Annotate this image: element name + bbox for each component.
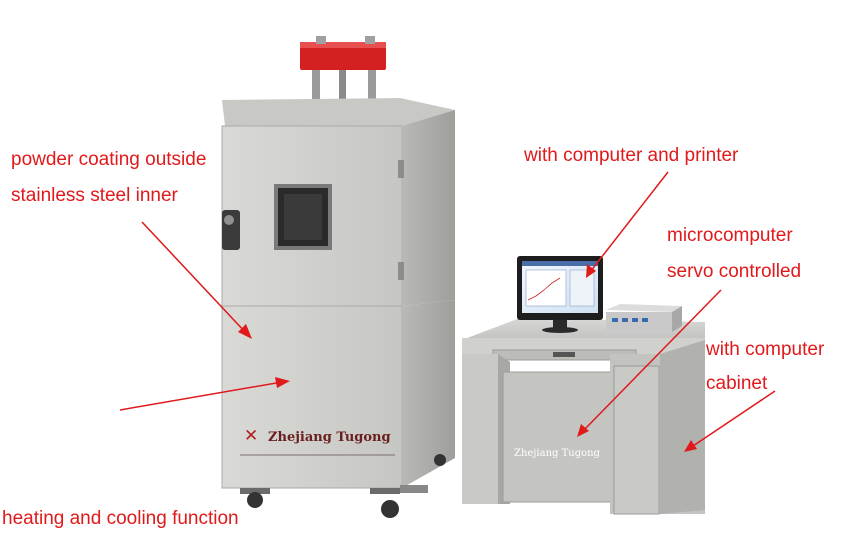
- desk-cabinet-door: [502, 371, 614, 503]
- label-stainless-inner: stainless steel inner: [11, 185, 178, 206]
- label-computer-printer: with computer and printer: [524, 145, 739, 166]
- label-heating-cooling: heating and cooling function: [2, 508, 239, 529]
- label-cabinet: cabinet: [706, 373, 768, 394]
- chamber-brand-text: Zhejiang Tugong: [268, 430, 391, 445]
- test-chamber: [221, 36, 455, 518]
- chamber-casters: [240, 454, 446, 518]
- monitor: [517, 256, 603, 333]
- servo-control-box: [606, 304, 682, 332]
- door-handle: [222, 210, 240, 250]
- chamber-logo-mark: ✕: [244, 426, 259, 446]
- label-servo: servo controlled: [667, 261, 802, 282]
- desk-brand-text: Zhejiang Tugong: [514, 448, 600, 459]
- computer-desk: [462, 318, 705, 515]
- label-powder-coating: powder coating outside: [11, 149, 207, 170]
- annotation-arrows: [119, 171, 776, 452]
- label-microcomputer: microcomputer: [667, 225, 793, 246]
- label-with-computer: with computer: [706, 339, 825, 360]
- red-load-frame: [300, 36, 386, 100]
